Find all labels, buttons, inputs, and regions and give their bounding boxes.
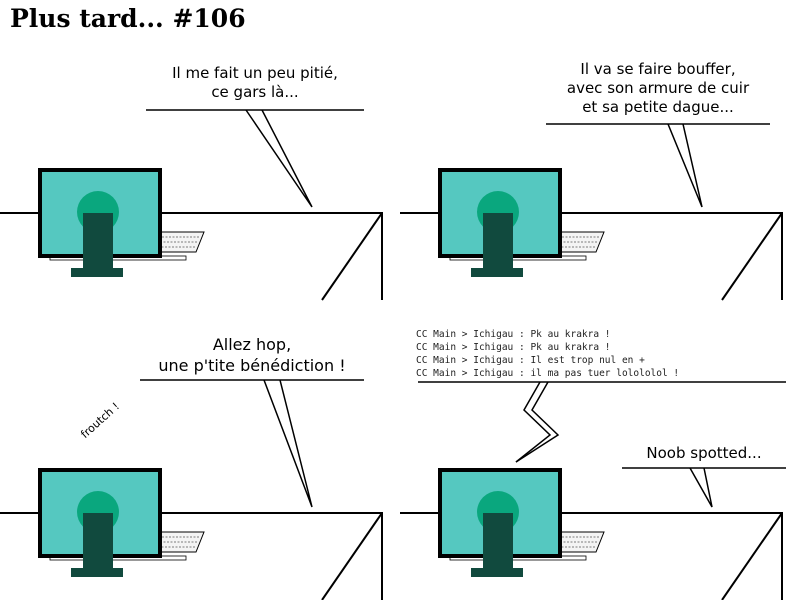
speech-line: Il me fait un peu pitié,	[172, 64, 338, 82]
chat-channel: CC Main	[416, 368, 457, 379]
computer-monitor-icon	[398, 168, 784, 302]
chat-message: Pk au krakra !	[530, 329, 611, 340]
chat-channel: CC Main	[416, 329, 457, 340]
chat-line: CC Main > Ichigau : il ma pas tuer lolol…	[416, 368, 680, 379]
chat-sender: Ichigau	[473, 355, 514, 366]
panel-2	[398, 123, 784, 302]
chat-message: il ma pas tuer lolololol !	[530, 368, 680, 379]
chat-channel: CC Main	[416, 355, 457, 366]
chat-sender: Ichigau	[473, 342, 514, 353]
computer-monitor-icon	[0, 468, 384, 600]
speech-line: Allez hop,	[212, 335, 292, 354]
speech-line: une p'tite bénédiction !	[158, 356, 346, 375]
chat-message: Il est trop nul en +	[530, 355, 645, 366]
speech-line: ce gars là...	[211, 83, 299, 101]
computer-monitor-icon	[0, 168, 384, 302]
chat-sender: Ichigau	[473, 329, 514, 340]
panel-4	[398, 381, 786, 600]
chat-line: CC Main > Ichigau : Il est trop nul en +	[416, 355, 645, 366]
chat-line: CC Main > Ichigau : Pk au krakra !	[416, 329, 611, 340]
chat-log: CC Main > Ichigau : Pk au krakra ! CC Ma…	[416, 328, 679, 380]
chat-message: Pk au krakra !	[530, 342, 611, 353]
computer-monitor-icon	[398, 468, 784, 600]
speech-bubble-panel-3: Allez hop, une p'tite bénédiction !	[140, 334, 364, 376]
comic-title: Plus tard... #106	[10, 4, 246, 33]
chat-channel: CC Main	[416, 342, 457, 353]
speech-line: Noob spotted...	[646, 444, 762, 462]
chat-sender: Ichigau	[473, 368, 514, 379]
speech-bubble-panel-2: Il va se faire bouffer, avec son armure …	[546, 60, 770, 117]
speech-bubble-panel-4: Noob spotted...	[622, 444, 786, 463]
chat-line: CC Main > Ichigau : Pk au krakra !	[416, 342, 611, 353]
speech-line: et sa petite dague...	[582, 98, 734, 116]
panel-1	[0, 109, 384, 302]
speech-line: avec son armure de cuir	[566, 79, 750, 97]
panel-3	[0, 379, 384, 600]
speech-bubble-panel-1: Il me fait un peu pitié, ce gars là...	[146, 64, 364, 102]
speech-line: Il va se faire bouffer,	[580, 60, 736, 78]
